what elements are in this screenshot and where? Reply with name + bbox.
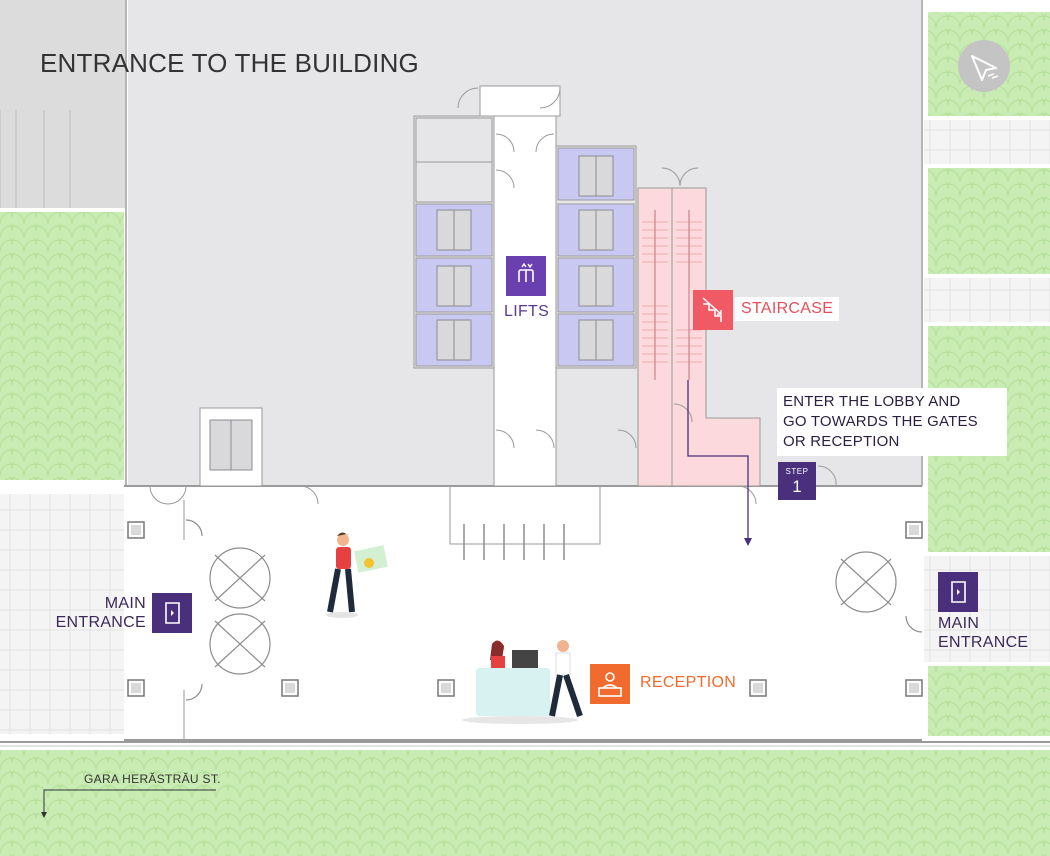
street-label: GARA HERĂSTRĂU ST. xyxy=(84,772,221,786)
person-with-card-illustration xyxy=(326,532,388,618)
staircase-label: STAIRCASE xyxy=(735,297,840,321)
main-entrance-left-line-1: MAIN xyxy=(104,595,146,612)
paving-right-1 xyxy=(924,120,1050,164)
route-arrow xyxy=(687,380,749,540)
reception-desk-icon xyxy=(590,664,630,704)
instruction-line-3: OR RECEPTION xyxy=(783,433,900,450)
reception-desk-illustration xyxy=(462,640,583,724)
building-left-wing xyxy=(0,0,126,208)
gates-zone xyxy=(449,485,601,545)
main-entrance-label-left: MAIN ENTRANCE xyxy=(40,594,146,632)
staircase-area xyxy=(637,187,761,487)
page-title: ENTRANCE TO THE BUILDING xyxy=(40,48,419,78)
grass-bottom xyxy=(0,750,1050,856)
step-badge: STEP 1 xyxy=(778,462,816,500)
grass-left xyxy=(0,212,124,480)
reception-label: RECEPTION xyxy=(640,674,737,691)
step-badge-label: STEP xyxy=(785,467,809,476)
elevator-icon xyxy=(506,256,546,296)
step-badge-number: 1 xyxy=(792,477,802,496)
main-entrance-label-right: MAIN ENTRANCE xyxy=(938,614,1028,652)
instruction-line-2: GO TOWARDS THE GATES xyxy=(783,413,978,430)
grass-right-4 xyxy=(928,666,1050,736)
main-entrance-right-line-2: ENTRANCE xyxy=(938,634,1029,651)
paving-left xyxy=(0,494,124,734)
instruction-line-1: ENTER THE LOBBY AND xyxy=(783,393,961,410)
door-icon xyxy=(152,593,192,633)
lifts-label: LIFTS xyxy=(504,303,550,320)
grass-right-2 xyxy=(928,168,1050,274)
door-icon xyxy=(938,572,978,612)
step-instructions: ENTER THE LOBBY AND GO TOWARDS THE GATES… xyxy=(777,388,1007,456)
paving-right-2 xyxy=(924,278,1050,322)
street-arrow xyxy=(43,789,216,814)
stairs-icon xyxy=(693,290,733,330)
main-entrance-left-line-2: ENTRANCE xyxy=(55,614,146,631)
navigation-compass-icon[interactable] xyxy=(958,40,1010,92)
main-entrance-right-line-1: MAIN xyxy=(938,615,980,632)
